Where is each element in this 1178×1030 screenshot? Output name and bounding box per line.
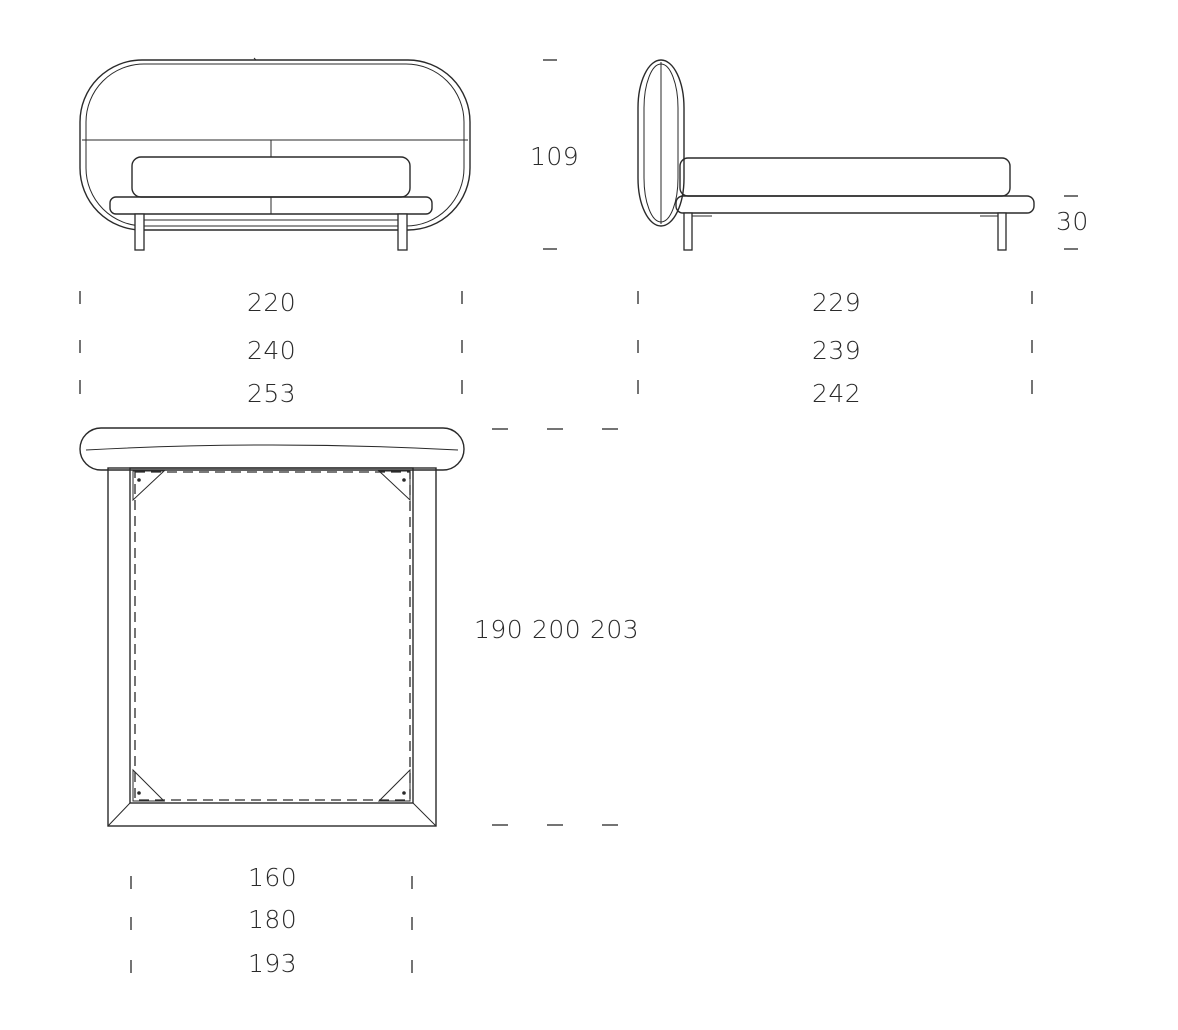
front-mattress xyxy=(131,156,411,198)
top-slat-outline xyxy=(134,471,411,801)
top-width-dimensions: 160 180 193 xyxy=(130,863,413,978)
front-height-label: 109 xyxy=(530,142,579,171)
side-length-label-1: 229 xyxy=(812,288,861,317)
top-length-label-2: 200 xyxy=(532,615,581,644)
top-leg-dot-br xyxy=(402,791,406,795)
front-width-label-3: 253 xyxy=(247,379,296,408)
front-leg-left xyxy=(134,213,145,251)
top-headboard-seam xyxy=(85,444,459,451)
top-width-label-3: 193 xyxy=(248,949,297,978)
top-outer-frame xyxy=(107,467,437,827)
top-leg-dot-tr xyxy=(402,478,406,482)
top-bracket-top-left xyxy=(132,470,166,502)
side-view xyxy=(637,59,1035,251)
side-headboard-outer xyxy=(637,59,685,227)
top-width-label-1: 160 xyxy=(248,863,297,892)
side-frame-height-dimension: 30 xyxy=(1056,195,1089,250)
front-height-dimension: 109 xyxy=(530,59,579,250)
front-view xyxy=(79,57,471,251)
front-headboard-inner xyxy=(85,63,465,227)
side-leg-left xyxy=(683,212,693,251)
side-frame-height-label: 30 xyxy=(1056,207,1089,236)
front-width-label-1: 220 xyxy=(247,288,296,317)
front-leg-right xyxy=(397,213,408,251)
top-bracket-bottom-left xyxy=(132,768,166,802)
top-length-label-1: 190 xyxy=(474,615,523,644)
front-top-mark xyxy=(253,57,257,61)
side-length-dimensions: 229 239 242 xyxy=(637,288,1033,408)
top-width-label-2: 180 xyxy=(248,905,297,934)
top-leg-dot-tl xyxy=(137,478,141,482)
side-leg-right xyxy=(997,212,1007,251)
top-length-label-3: 203 xyxy=(590,615,639,644)
top-headboard xyxy=(79,427,465,471)
top-bracket-top-right xyxy=(377,470,411,502)
side-mattress xyxy=(679,157,1011,197)
top-leg-dot-bl xyxy=(137,791,141,795)
top-bevel-right xyxy=(412,802,437,827)
side-length-label-3: 242 xyxy=(812,379,861,408)
front-width-label-2: 240 xyxy=(247,336,296,365)
top-bevel-left xyxy=(107,802,131,827)
side-length-label-2: 239 xyxy=(812,336,861,365)
top-view xyxy=(79,427,465,827)
front-width-dimensions: 220 240 253 xyxy=(79,288,463,408)
side-frame xyxy=(675,195,1035,214)
top-length-dimension: 190 200 203 xyxy=(474,428,639,826)
front-headboard-outer xyxy=(79,59,471,231)
top-bracket-bottom-right xyxy=(377,768,411,802)
top-inner-frame xyxy=(129,467,414,804)
